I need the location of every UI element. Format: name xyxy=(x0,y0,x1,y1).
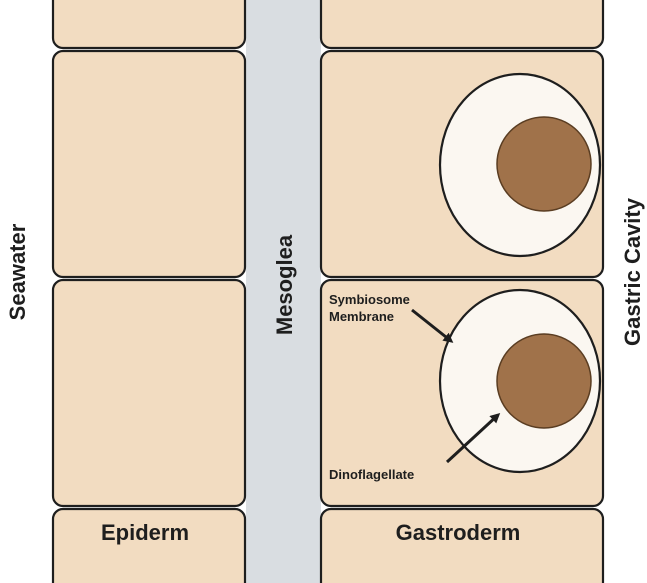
mesoglea-label: Mesoglea xyxy=(272,234,297,335)
gastroderm-cell xyxy=(321,0,603,48)
gastric-cavity-label: Gastric Cavity xyxy=(620,197,645,346)
epiderm-cell xyxy=(53,51,245,277)
gastroderm-label: Gastroderm xyxy=(396,520,521,545)
symbiosome-label-line2: Membrane xyxy=(329,309,394,324)
dinoflagellate xyxy=(497,117,591,211)
epiderm-cell xyxy=(53,0,245,48)
epiderm-layer xyxy=(53,0,245,583)
seawater-label: Seawater xyxy=(5,223,30,320)
dinoflagellate xyxy=(497,334,591,428)
epiderm-cell xyxy=(53,280,245,506)
dinoflagellate-label: Dinoflagellate xyxy=(329,467,414,482)
symbiosome-label-line1: Symbiosome xyxy=(329,292,410,307)
epiderm-label: Epiderm xyxy=(101,520,189,545)
